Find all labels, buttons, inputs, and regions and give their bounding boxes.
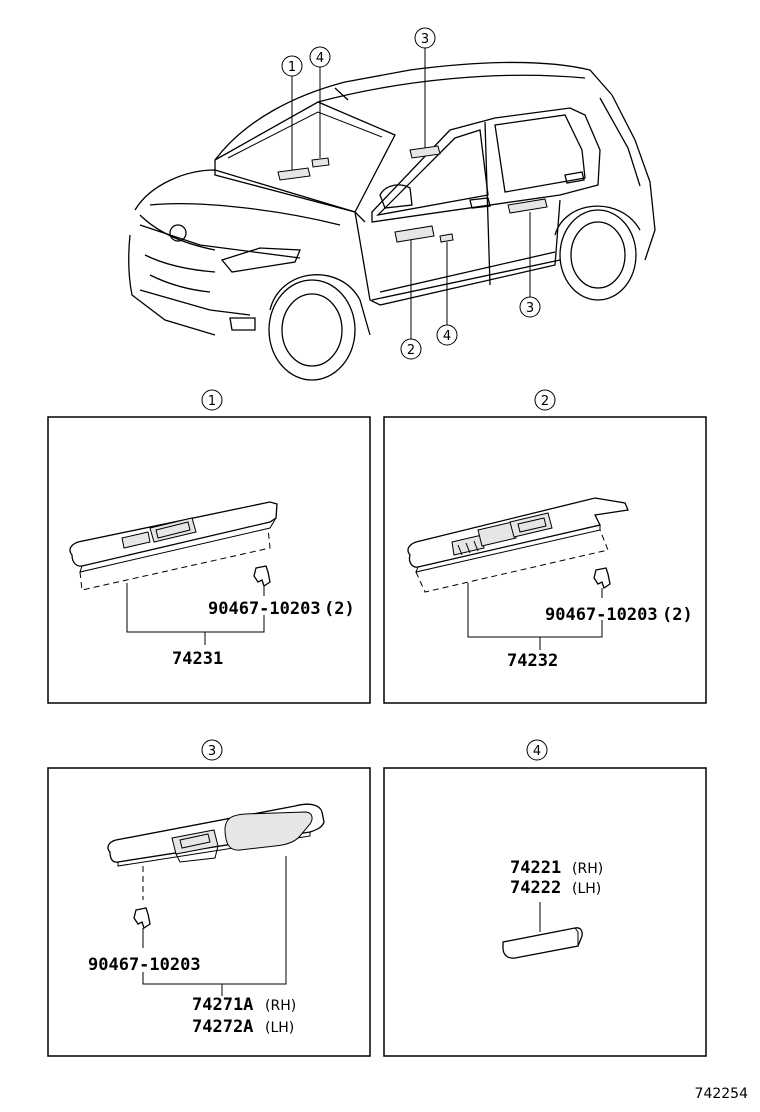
- panel-4-index: 4: [533, 744, 541, 759]
- panel-2-clip-qty: (2): [662, 605, 693, 625]
- panel-3-index: 3: [208, 744, 216, 759]
- callout-4-label-b: 4: [443, 329, 451, 344]
- panel-4-part-lh-side: (LH): [572, 881, 601, 897]
- callout-4-bottom: 4: [436, 324, 458, 346]
- callout-3-label: 3: [421, 32, 429, 47]
- callout-2-label: 2: [407, 343, 415, 358]
- callout-3-label-b: 3: [526, 301, 534, 316]
- callout-2-bottom: 2: [400, 338, 422, 360]
- callout-3-top: 3: [414, 27, 436, 49]
- clip-icon: [133, 907, 151, 930]
- panel-2-index: 2: [541, 394, 549, 409]
- panel-1-frame: [47, 416, 371, 704]
- panel-1-clip-part: 90467-10203: [208, 599, 321, 619]
- panel-1-main-part: 74231: [172, 649, 223, 669]
- panel-1: 1 90467-10203 (2) 74231: [47, 389, 371, 704]
- panel-4: 4 74221 (RH) 74222 (LH): [383, 739, 707, 1057]
- panel-4-part-rh-side: (RH): [572, 861, 603, 877]
- panel-3-part-rh-side: (RH): [265, 998, 296, 1014]
- panel-3-part-rh: 74271A: [192, 995, 253, 1015]
- panel-2-frame: [383, 416, 707, 704]
- vehicle-overview: [128, 61, 656, 381]
- panel-3-part-lh: 74272A: [192, 1017, 253, 1037]
- callout-leaders: [291, 48, 531, 339]
- panel-3-frame: [47, 767, 371, 1057]
- panel-1-clip-qty: (2): [324, 599, 355, 619]
- panel-2-main-part: 74232: [507, 651, 558, 671]
- callout-4-label: 4: [316, 51, 324, 66]
- panel-2: 2 90467-10203 (2) 74232: [383, 389, 707, 704]
- panel-4-part-rh: 74221: [510, 858, 561, 878]
- panel-3: 3 90467-10203 74271A (RH) 74272A (LH): [47, 739, 371, 1057]
- callout-4-top: 4: [309, 46, 331, 68]
- cover-74221: [502, 927, 583, 959]
- callout-3-bottom: 3: [519, 296, 541, 318]
- panel-2-clip-part: 90467-10203: [545, 605, 658, 625]
- figure-id: 742254: [695, 1086, 749, 1102]
- clip-icon: [253, 565, 271, 588]
- panel-4-frame: [383, 767, 707, 1057]
- panel-4-part-lh: 74222: [510, 878, 561, 898]
- panel-3-clip-part: 90467-10203: [88, 955, 201, 975]
- callout-1-top: 1: [281, 55, 303, 77]
- panel-3-part-lh-side: (LH): [265, 1020, 294, 1036]
- panel-1-index: 1: [208, 394, 216, 409]
- clip-icon: [593, 567, 611, 590]
- callout-1-label: 1: [288, 60, 296, 75]
